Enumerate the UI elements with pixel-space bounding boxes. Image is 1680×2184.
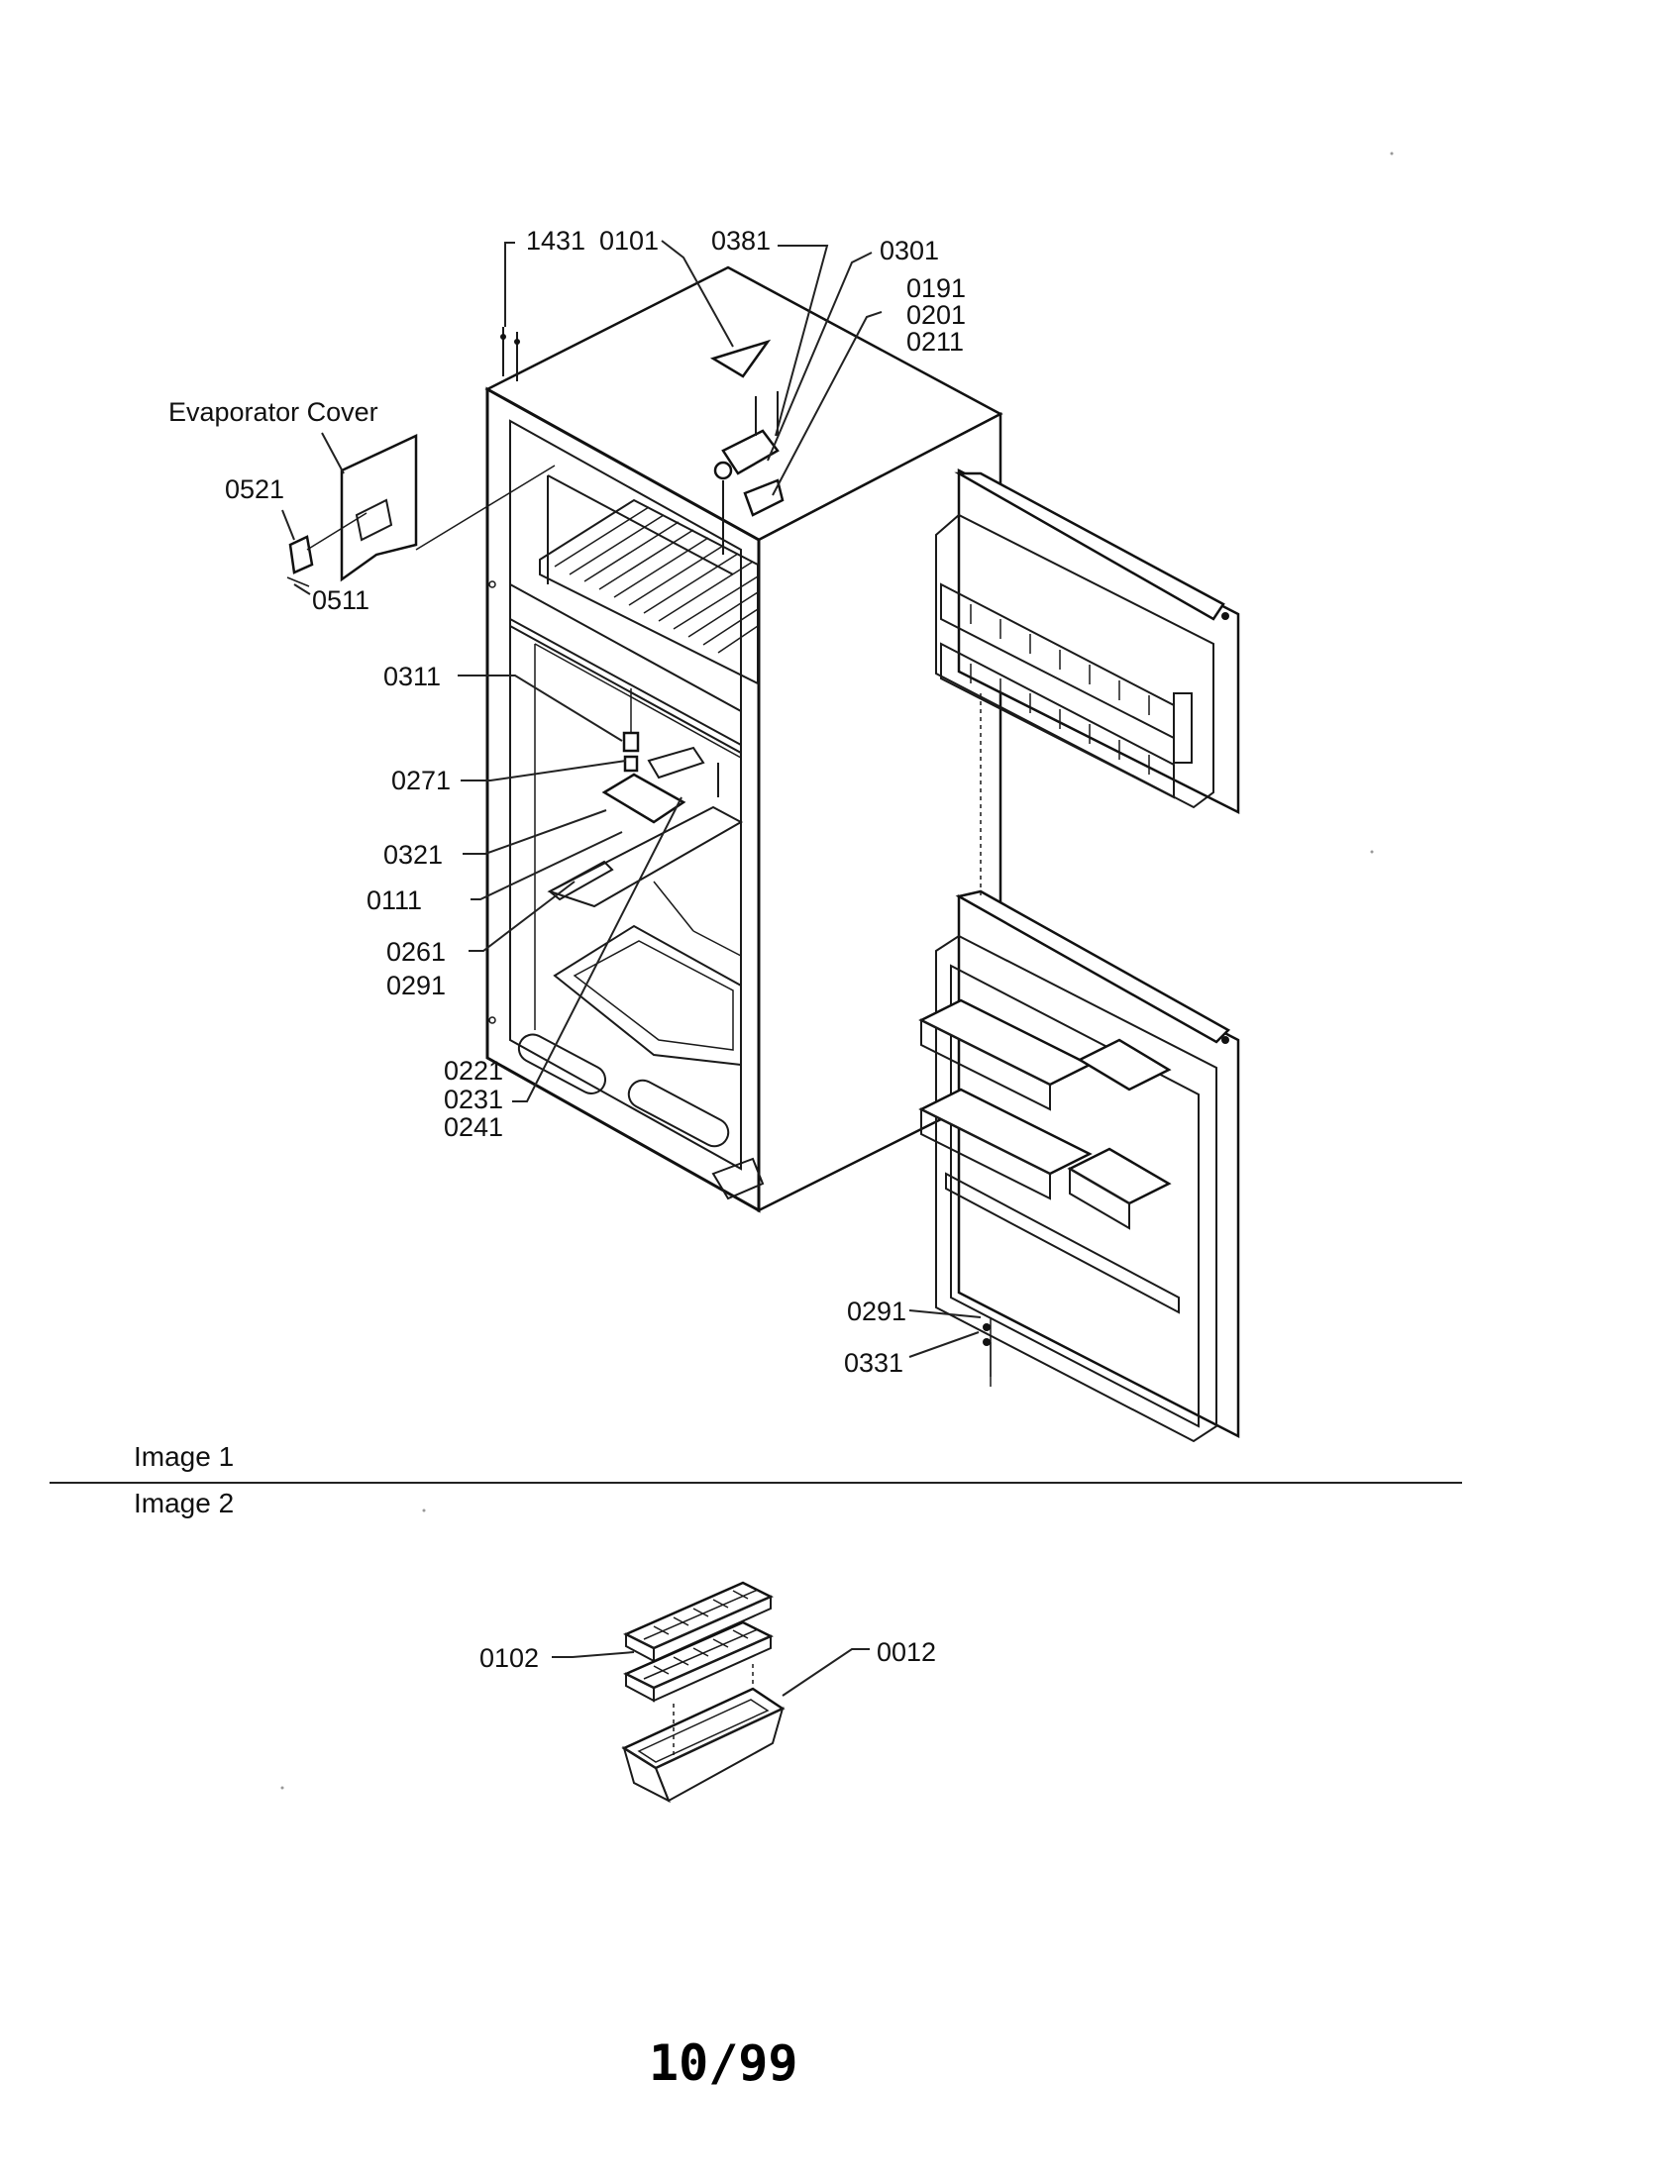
fresh-food-door [918,889,1240,1443]
label-0291-door: 0291 [847,1297,906,1326]
refrigerator-cabinet [484,265,1003,1213]
label-0511: 0511 [312,585,369,615]
top-hardware [500,327,785,555]
label-0102: 0102 [479,1643,539,1673]
label-0231: 0231 [444,1085,503,1114]
control-hardware [548,688,719,901]
label-0201: 0201 [906,300,966,330]
leader-lines [281,240,982,1358]
label-0271: 0271 [391,766,451,795]
label-0291-cabinet: 0291 [386,971,446,1000]
ice-trays-and-bin [552,1581,870,1804]
label-0111: 0111 [367,885,422,915]
label-0311: 0311 [383,662,441,691]
label-0301: 0301 [880,236,939,265]
freezer-door [935,468,1240,815]
label-0221: 0221 [444,1056,503,1086]
label-0012: 0012 [877,1637,936,1667]
label-0331: 0331 [844,1348,903,1378]
label-0381: 0381 [711,226,771,256]
label-0241: 0241 [444,1112,503,1142]
label-0211: 0211 [906,327,964,357]
evaporator-cover-assembly [286,434,556,587]
page-number: 10/99 [649,2034,798,2092]
label-0321: 0321 [383,840,443,870]
label-0521: 0521 [225,474,284,504]
label-0261: 0261 [386,937,446,967]
section-label-image-2: Image 2 [134,1488,234,1518]
section-label-image-1: Image 1 [134,1441,234,1472]
part-labels: 1431 0101 0381 0301 0191 0201 0211 Evapo… [168,226,966,1378]
label-evaporator-cover: Evaporator Cover [168,397,378,427]
label-0191: 0191 [906,273,966,303]
label-0101: 0101 [599,226,659,256]
label-1431: 1431 [526,226,585,256]
